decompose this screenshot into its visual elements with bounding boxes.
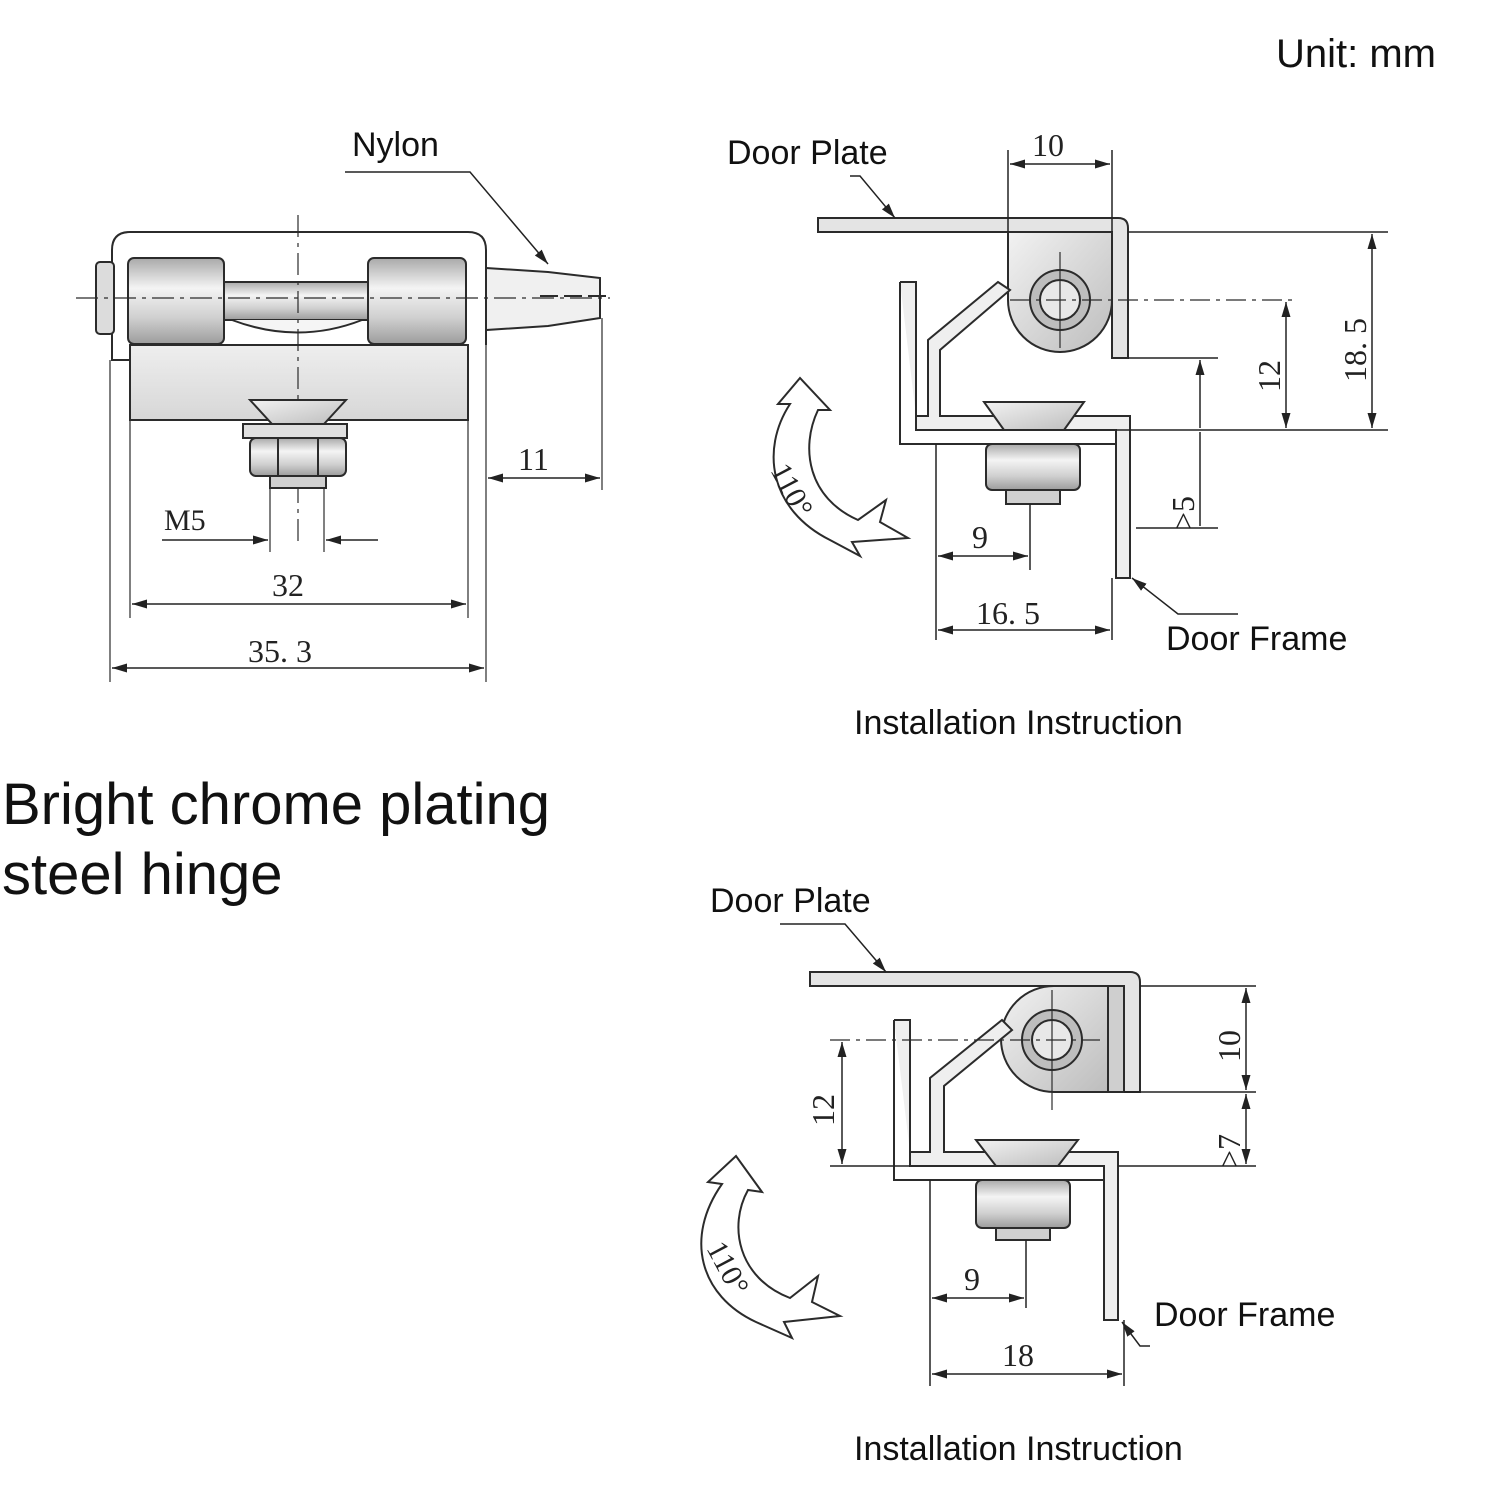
dim-bottom-10: 10 — [1211, 1030, 1247, 1062]
front-view — [76, 215, 610, 682]
dim-width-outer: 35. 3 — [248, 633, 312, 669]
unit-label: Unit: mm — [1276, 32, 1436, 76]
install-top-dimensions — [850, 150, 1388, 640]
dim-pin-length: 11 — [518, 441, 549, 477]
install-top-view — [817, 217, 1296, 579]
installation-caption-bottom: Installation Instruction — [854, 1430, 1183, 1468]
rotation-arrow-bottom — [700, 1154, 844, 1341]
front-view-dimensions — [112, 171, 600, 673]
door-plate-callout-top: Door Plate — [727, 134, 888, 172]
door-frame-callout-bottom: Door Frame — [1154, 1296, 1336, 1334]
dim-bottom-depth: 18 — [1002, 1337, 1034, 1373]
dim-bottom-offset: 9 — [964, 1261, 980, 1297]
door-plate-callout-bottom: Door Plate — [710, 882, 871, 920]
dim-top-depth: 16. 5 — [976, 595, 1040, 631]
dim-top-pivot: 12 — [1251, 360, 1287, 392]
dim-width-inner: 32 — [272, 567, 304, 603]
dim-bottom-pivot: 12 — [805, 1094, 841, 1126]
dim-top-10: 10 — [1032, 127, 1064, 163]
dim-top-gap: >5 — [1165, 496, 1201, 530]
install-bottom-view — [809, 971, 1141, 1321]
dim-bottom-gap: >7 — [1211, 1134, 1247, 1168]
installation-caption-top: Installation Instruction — [854, 704, 1183, 742]
dim-top-offset: 9 — [972, 519, 988, 555]
product-title: Bright chrome plating steel hinge — [2, 772, 551, 907]
nylon-callout: Nylon — [352, 126, 439, 164]
dim-top-height: 18. 5 — [1337, 318, 1373, 382]
rotation-arrow-top — [772, 376, 912, 559]
dim-thread-m5: M5 — [164, 504, 206, 537]
install-bottom-dimensions — [780, 923, 1256, 1386]
door-frame-callout-top: Door Frame — [1166, 620, 1348, 658]
